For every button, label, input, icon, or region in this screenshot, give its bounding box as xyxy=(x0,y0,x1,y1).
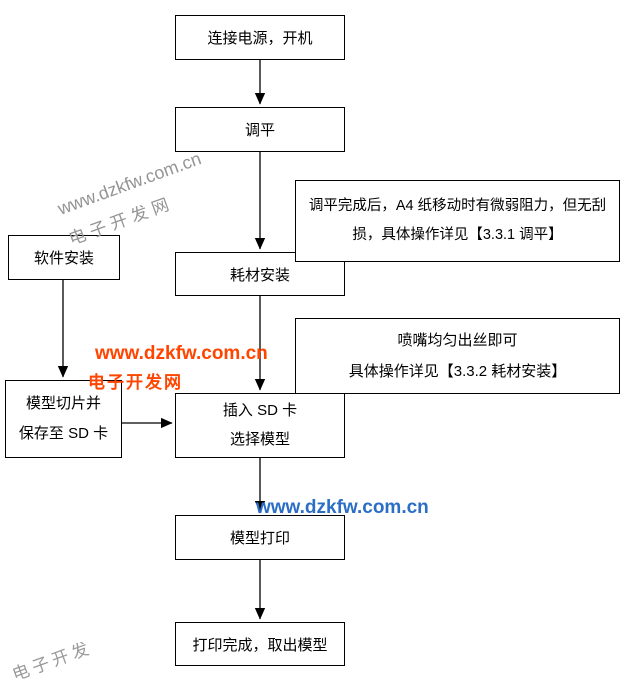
note-leveling-line2: 损，具体操作详见【3.3.1 调平】 xyxy=(352,227,563,243)
step-model-print-label: 模型打印 xyxy=(229,530,290,547)
step-print-complete-label: 打印完成，取出模型 xyxy=(192,636,328,654)
note-consumable-line2: 具体操作详见【3.3.2 耗材安装】 xyxy=(348,363,567,380)
step-insert-sd-card: 插入 SD 卡 选择模型 xyxy=(175,393,345,458)
note-leveling-line1: 调平完成后，A4 纸移动时有微弱阻力，但无刮 xyxy=(308,198,607,214)
step-model-print: 模型打印 xyxy=(175,515,345,560)
step-leveling: 调平 xyxy=(175,107,345,152)
step-slice-and-save: 模型切片并 保存至 SD 卡 xyxy=(5,380,122,458)
step-leveling-label: 调平 xyxy=(244,122,275,139)
step-software-install-label: 软件安装 xyxy=(33,250,94,267)
step-software-install: 软件安装 xyxy=(8,235,120,280)
note-consumable-line1: 喷嘴均匀出丝即可 xyxy=(397,331,518,349)
note-consumable-detail: 喷嘴均匀出丝即可 具体操作详见【3.3.2 耗材安装】 xyxy=(295,318,620,394)
step-insert-sd-line1: 插入 SD 卡 xyxy=(222,402,298,419)
step-slice-line1: 模型切片并 xyxy=(25,395,101,412)
step-consumable-install-label: 耗材安装 xyxy=(229,266,290,284)
step-connect-power-label: 连接电源，开机 xyxy=(207,30,313,47)
step-print-complete: 打印完成，取出模型 xyxy=(175,622,345,666)
step-slice-line2: 保存至 SD 卡 xyxy=(18,425,109,442)
note-leveling-detail: 调平完成后，A4 纸移动时有微弱阻力，但无刮 损，具体操作详见【3.3.1 调平… xyxy=(295,180,620,262)
step-insert-sd-line2: 选择模型 xyxy=(229,430,290,448)
step-connect-power: 连接电源，开机 xyxy=(175,15,345,60)
